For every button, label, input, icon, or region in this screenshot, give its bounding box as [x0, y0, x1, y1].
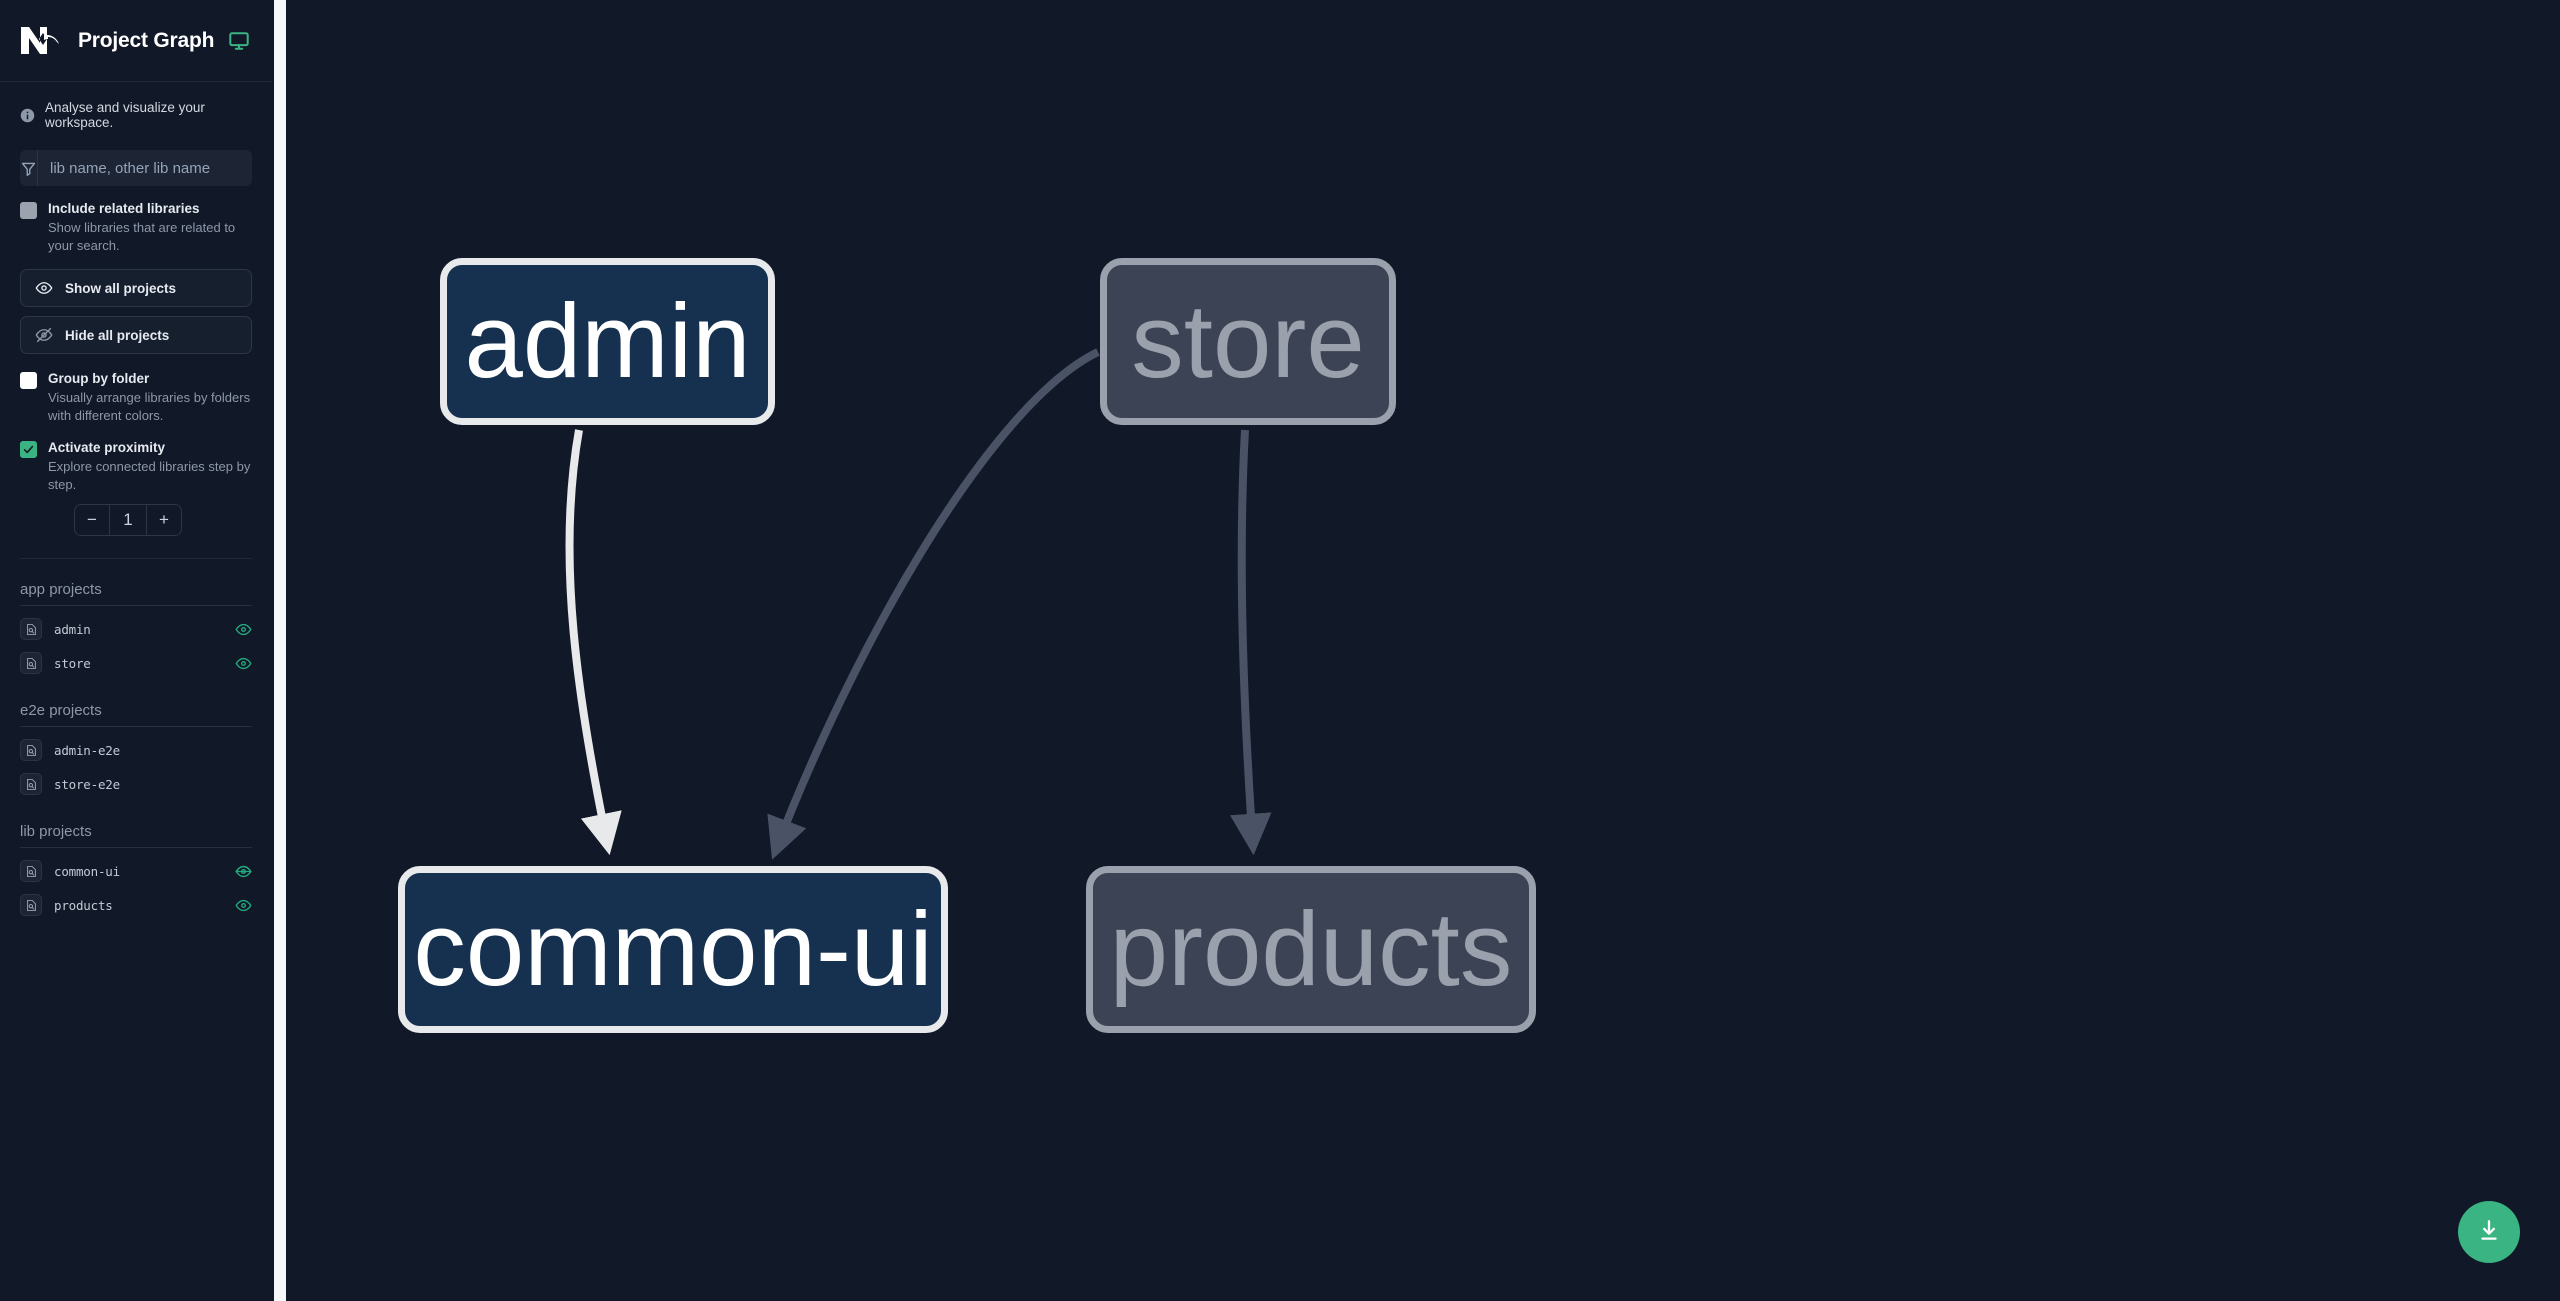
project-file-icon: [20, 894, 42, 917]
download-graph-button[interactable]: [2458, 1201, 2520, 1263]
graph-node-label: admin: [464, 283, 751, 400]
sidebar-header: Project Graph: [0, 0, 272, 82]
project-name: store: [54, 655, 91, 671]
project-group-lib: lib projects common-ui: [0, 801, 272, 922]
edge-store-to-common-ui: [767, 348, 1100, 860]
project-name: admin: [54, 621, 91, 637]
activate-proximity-desc: Explore connected libraries step by step…: [48, 459, 251, 493]
project-row-admin[interactable]: admin: [20, 612, 252, 646]
project-file-icon: [20, 652, 42, 675]
project-name: products: [54, 897, 113, 913]
hide-all-projects-button[interactable]: Hide all projects: [20, 316, 252, 355]
sidebar: Project Graph Analyse and visualize your…: [0, 0, 272, 1301]
project-visibility-eye-icon[interactable]: [235, 897, 252, 914]
group-by-folder-label: Group by folder: [48, 371, 150, 387]
proximity-increment-button[interactable]: +: [146, 505, 181, 536]
info-icon: [20, 108, 35, 123]
project-file-icon: [20, 860, 42, 883]
project-name: store-e2e: [54, 776, 120, 792]
project-file-icon: [20, 618, 42, 641]
monitor-icon[interactable]: [228, 30, 250, 52]
hide-all-projects-label: Hide all projects: [65, 327, 170, 343]
graph-canvas[interactable]: admin store common-ui products: [288, 0, 2560, 1301]
project-file-icon: [20, 739, 42, 762]
project-visibility-eye-icon[interactable]: [235, 863, 252, 880]
proximity-value: 1: [123, 510, 133, 530]
edge-admin-to-common-ui: [565, 429, 622, 856]
project-row-products[interactable]: products: [20, 888, 252, 922]
graph-node-common-ui[interactable]: common-ui: [398, 866, 948, 1033]
graph-edges: [565, 348, 1272, 860]
project-row-store-e2e[interactable]: store-e2e: [20, 767, 252, 801]
eye-icon: [35, 279, 53, 297]
project-row-common-ui[interactable]: common-ui: [20, 854, 252, 888]
sidebar-scrollbar[interactable]: [272, 0, 288, 1301]
project-file-icon: [20, 773, 42, 796]
group-title-e2e: e2e projects: [20, 680, 252, 728]
project-visibility-eye-icon[interactable]: [235, 621, 252, 638]
group-by-folder-desc: Visually arrange libraries by folders wi…: [48, 390, 251, 424]
graph-node-admin[interactable]: admin: [440, 258, 775, 425]
eye-off-icon: [35, 326, 53, 344]
nx-logo-icon: [18, 21, 64, 61]
group-title-app: app projects: [20, 559, 252, 607]
graph-node-store[interactable]: store: [1100, 258, 1396, 425]
project-group-app: app projects admin: [0, 559, 272, 680]
edge-store-to-products: [1229, 429, 1272, 856]
group-title-lib: lib projects: [20, 801, 252, 849]
project-group-e2e: e2e projects admin-e2e: [0, 680, 272, 801]
project-name: common-ui: [54, 863, 120, 879]
search-row: [20, 150, 252, 186]
download-icon: [2476, 1218, 2502, 1247]
graph-node-label: products: [1109, 891, 1513, 1008]
project-name: admin-e2e: [54, 742, 120, 758]
filter-icon[interactable]: [20, 150, 38, 186]
show-all-projects-label: Show all projects: [65, 280, 177, 296]
project-groups: app projects admin: [0, 559, 272, 922]
page-title: Project Graph: [78, 28, 215, 52]
graph-node-label: common-ui: [413, 891, 933, 1008]
graph-node-label: store: [1131, 283, 1365, 400]
group-by-folder-checkbox[interactable]: [20, 372, 37, 390]
graph-node-products[interactable]: products: [1086, 866, 1536, 1033]
option-include-related[interactable]: Include related libraries Show libraries…: [20, 200, 252, 255]
include-related-desc: Show libraries that are related to your …: [48, 220, 236, 254]
project-row-admin-e2e[interactable]: admin-e2e: [20, 733, 252, 767]
search-input[interactable]: [38, 150, 252, 186]
activate-proximity-label: Activate proximity: [48, 440, 166, 456]
project-row-store[interactable]: store: [20, 646, 252, 680]
proximity-decrement-button[interactable]: −: [75, 505, 110, 536]
sidebar-scrollbar-thumb[interactable]: [274, 0, 286, 1301]
tagline: Analyse and visualize your workspace.: [0, 82, 272, 144]
sidebar-divider: [20, 558, 252, 560]
project-visibility-eye-icon[interactable]: [235, 655, 252, 672]
include-related-label: Include related libraries: [48, 201, 200, 216]
option-activate-proximity[interactable]: Activate proximity Explore connected lib…: [20, 439, 252, 494]
include-related-checkbox[interactable]: [20, 202, 37, 219]
activate-proximity-checkbox[interactable]: [20, 441, 37, 459]
show-all-projects-button[interactable]: Show all projects: [20, 269, 252, 308]
proximity-stepper: − 1 +: [74, 504, 182, 537]
tagline-text: Analyse and visualize your workspace.: [45, 100, 205, 130]
sidebar-controls: Include related libraries Show libraries…: [0, 144, 272, 560]
option-group-by-folder[interactable]: Group by folder Visually arrange librari…: [20, 370, 252, 425]
